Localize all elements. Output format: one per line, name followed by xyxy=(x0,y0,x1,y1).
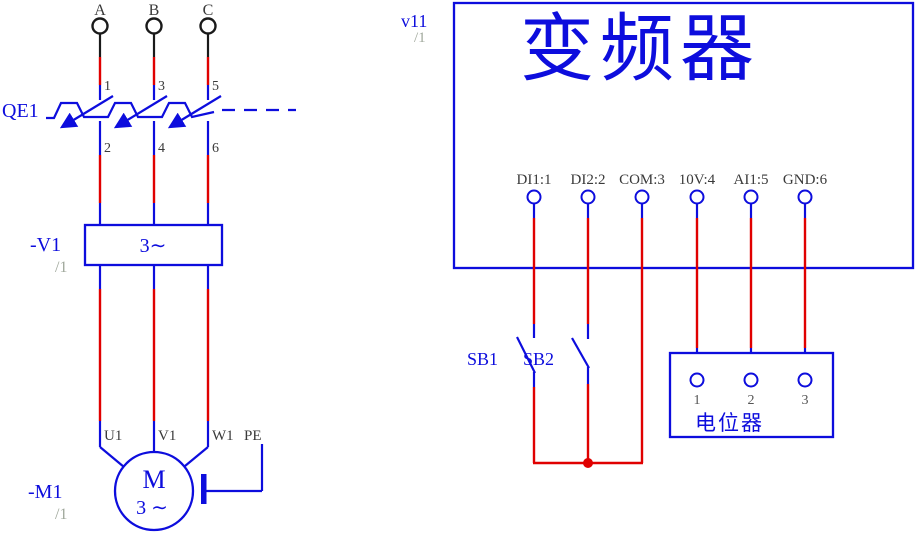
terminal-labels: DI1:1 DI2:2 COM:3 10V:4 AI1:5 GND:6 xyxy=(517,172,828,188)
terminal-label-ai1: AI1:5 xyxy=(734,172,769,188)
phase-b-terminal-icon[interactable] xyxy=(145,17,163,35)
breaker-to-block-wires xyxy=(98,121,210,225)
supply-wires xyxy=(98,33,210,100)
inverter-block-tag: -V1 xyxy=(30,234,61,256)
device-title: 变频器 xyxy=(520,9,760,91)
circuit-breaker-qe1[interactable]: QE1 1 3 5 2 4 6 xyxy=(2,79,296,156)
phase-b-label: B xyxy=(149,2,160,19)
breaker-pin-6: 6 xyxy=(212,141,219,156)
phase-a-terminal-icon[interactable] xyxy=(91,17,109,35)
terminal-label-10v: 10V:4 xyxy=(679,172,716,188)
breaker-pole-1-blade-icon xyxy=(59,95,114,129)
breaker-pole-2-blade-icon xyxy=(113,95,168,129)
motor-m1[interactable]: M 3 ∼ -M1 /1 xyxy=(28,450,195,532)
pot-pin-3-icon[interactable] xyxy=(797,372,813,388)
motor-page-ref: /1 xyxy=(55,506,67,523)
inverter-block-page-ref: /1 xyxy=(55,259,67,276)
pot-pin-3-label: 3 xyxy=(802,393,809,408)
sb2-tag: SB2 xyxy=(523,349,554,369)
sb2-contact-blade-icon xyxy=(571,337,590,369)
pot-pin-2-icon[interactable] xyxy=(743,372,759,388)
phase-c-terminal-icon[interactable] xyxy=(199,17,217,35)
terminal-di2-icon[interactable] xyxy=(580,189,596,205)
terminal-ai1-icon[interactable] xyxy=(743,189,759,205)
breaker-pin-5: 5 xyxy=(212,79,219,94)
motor-wire-label-w1: W1 xyxy=(212,428,234,444)
terminal-label-gnd: GND:6 xyxy=(783,172,828,188)
sb1-contact-blade-icon xyxy=(516,336,536,374)
pot-pin-1-label: 1 xyxy=(694,393,701,408)
breaker-pin-4: 4 xyxy=(158,141,165,156)
terminal-di1-icon[interactable] xyxy=(526,189,542,205)
motor-wire-label-v1: V1 xyxy=(158,428,176,444)
wire-junction-dot xyxy=(583,458,593,468)
breaker-tag: QE1 xyxy=(2,100,39,122)
inverter-block-v1[interactable]: 3∼ -V1 /1 xyxy=(30,223,224,276)
earth-bar-icon xyxy=(201,474,207,504)
breaker-pin-2: 2 xyxy=(104,141,111,156)
breaker-pin-1: 1 xyxy=(104,79,111,94)
breaker-pole-3-blade-icon xyxy=(167,95,222,129)
pe-earth-connection: PE xyxy=(201,428,264,504)
motor-tag: -M1 xyxy=(28,481,62,503)
terminal-com-icon[interactable] xyxy=(634,189,650,205)
motor-letter: M xyxy=(142,465,165,494)
pushbutton-sb2[interactable]: SB2 xyxy=(523,324,590,384)
control-wires xyxy=(532,203,807,468)
breaker-linkage-icon xyxy=(46,101,215,120)
device-page-ref: /1 xyxy=(414,30,426,46)
motor-phase-symbol: 3 ∼ xyxy=(136,497,168,519)
motor-wire-label-u1: U1 xyxy=(104,428,122,444)
sb1-tag: SB1 xyxy=(467,349,498,369)
frequency-converter-box[interactable]: v11 /1 变频器 xyxy=(401,1,915,270)
terminal-label-di2: DI2:2 xyxy=(571,172,606,188)
phase-c-label: C xyxy=(203,2,214,19)
pot-pin-2-label: 2 xyxy=(748,393,755,408)
inverter-block-symbol: 3∼ xyxy=(140,235,167,257)
pushbutton-sb1[interactable]: SB1 xyxy=(467,324,536,387)
phase-terminals[interactable]: A B C xyxy=(91,2,217,35)
phase-a-label: A xyxy=(94,2,106,19)
terminal-label-di1: DI1:1 xyxy=(517,172,552,188)
terminal-10v-icon[interactable] xyxy=(689,189,705,205)
pe-label: PE xyxy=(244,428,262,444)
pot-pin-1-icon[interactable] xyxy=(689,372,705,388)
pot-title: 电位器 xyxy=(695,411,764,435)
breaker-pin-3: 3 xyxy=(158,79,165,94)
potentiometer-box[interactable]: 1 2 3 电位器 xyxy=(668,351,835,439)
device-tag: v11 xyxy=(401,11,427,31)
terminal-circles[interactable] xyxy=(526,189,813,205)
terminal-gnd-icon[interactable] xyxy=(797,189,813,205)
block-to-motor-wires xyxy=(98,265,210,468)
terminal-label-com: COM:3 xyxy=(619,172,665,188)
